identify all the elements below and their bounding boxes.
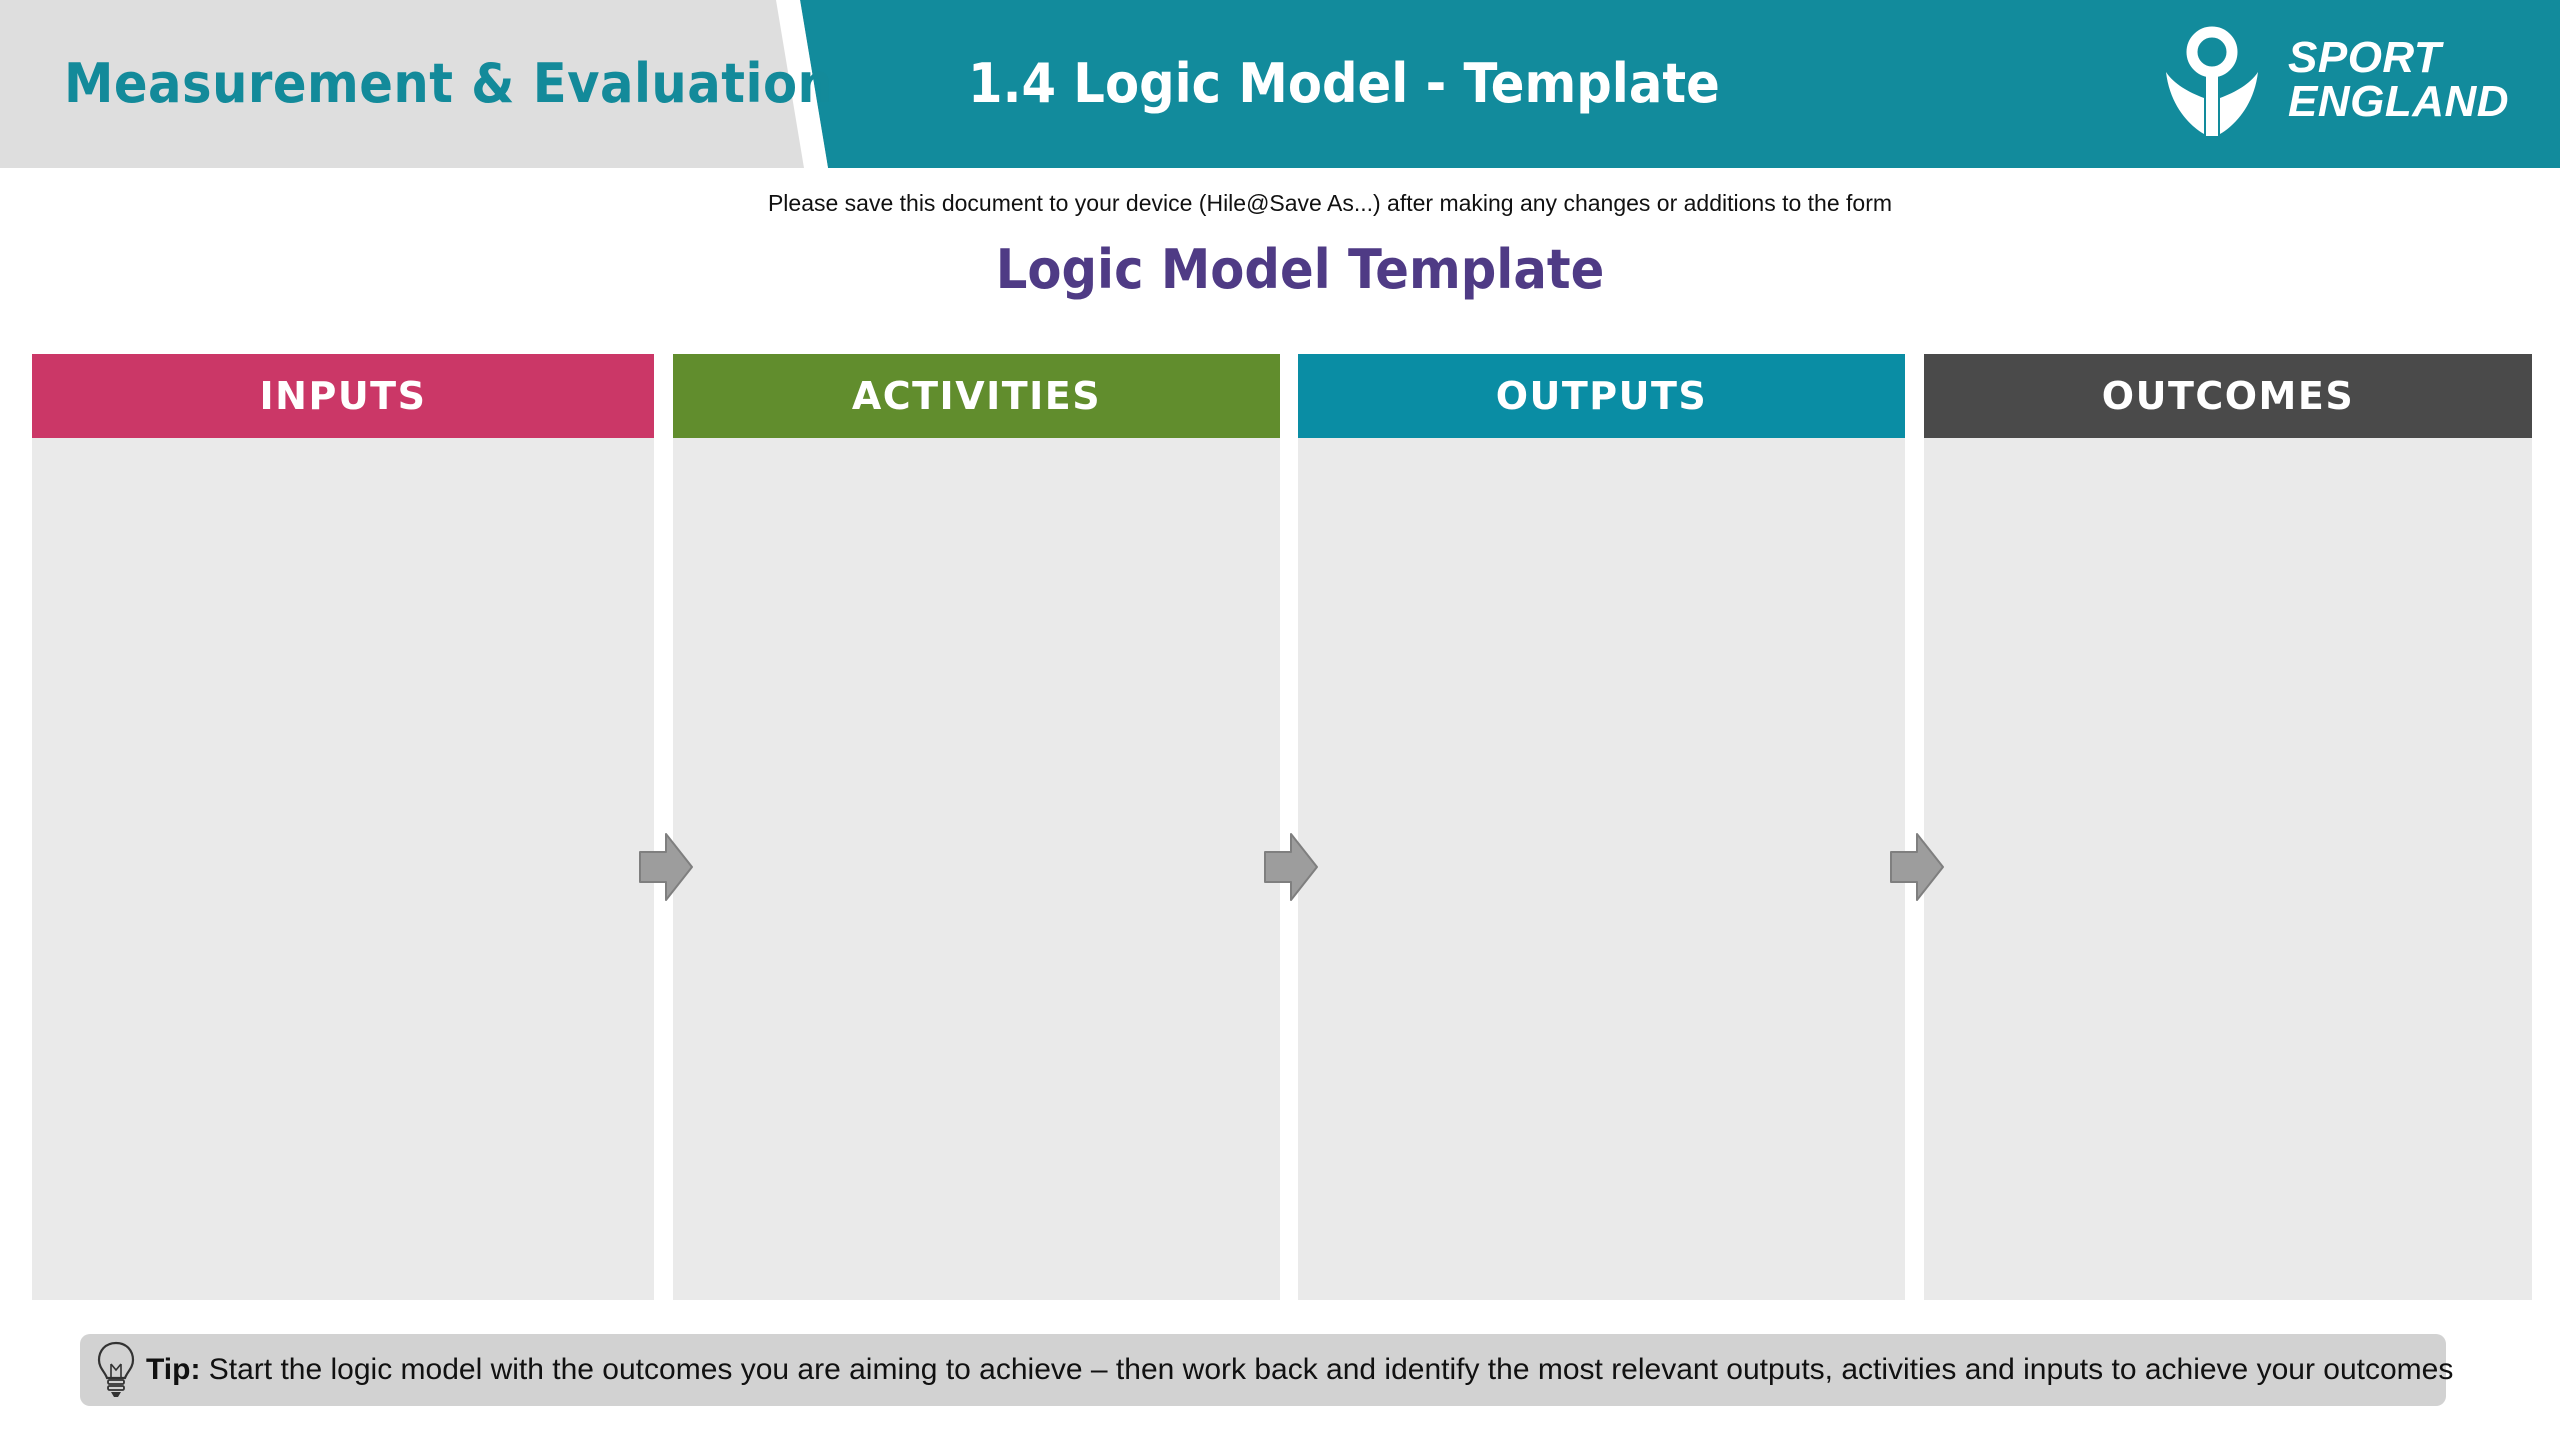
document-title: 1.4 Logic Model - Template xyxy=(968,52,1720,115)
outputs-textarea[interactable] xyxy=(1298,438,1905,1300)
column-header-outcomes: OUTCOMES xyxy=(1924,354,2532,438)
brand-line-2: ENGLAND xyxy=(2288,77,2510,126)
header-banner: Measurement & Evaluation 1.4 Logic Model… xyxy=(0,0,2560,168)
brand-wordmark: SPORT ENGLAND xyxy=(2288,36,2528,124)
save-instruction: Please save this document to your device… xyxy=(767,190,1893,216)
arrow-right-icon xyxy=(1264,833,1318,901)
column-header-inputs: INPUTS xyxy=(32,354,654,438)
tip-label: Tip: xyxy=(146,1353,201,1386)
tip-text: Tip: Start the logic model with the outc… xyxy=(146,1334,2453,1406)
lightbulb-icon xyxy=(97,1341,135,1397)
page-title: Logic Model Template xyxy=(995,238,1605,301)
arrow-right-icon xyxy=(1890,833,1944,901)
column-inputs: INPUTS xyxy=(32,354,654,1300)
sport-england-emblem-icon xyxy=(2166,26,2258,136)
column-activities: ACTIVITIES xyxy=(673,354,1280,1300)
tip-body: Start the logic model with the outcomes … xyxy=(208,1353,2454,1386)
arrow-right-icon xyxy=(639,833,693,901)
inputs-textarea[interactable] xyxy=(32,438,654,1300)
activities-textarea[interactable] xyxy=(673,438,1280,1300)
column-header-activities: ACTIVITIES xyxy=(673,354,1280,438)
sport-england-logo: SPORT ENGLAND xyxy=(2160,26,2520,142)
outcomes-textarea[interactable] xyxy=(1924,438,2532,1300)
column-header-outputs: OUTPUTS xyxy=(1298,354,1905,438)
brand-line-1: SPORT xyxy=(2288,33,2442,82)
section-title: Measurement & Evaluation xyxy=(64,52,834,115)
header-left-panel xyxy=(0,0,830,168)
tip-bar: Tip: Start the logic model with the outc… xyxy=(80,1334,2453,1406)
column-outputs: OUTPUTS xyxy=(1298,354,1905,1300)
column-outcomes: OUTCOMES xyxy=(1924,354,2532,1300)
header-right-panel xyxy=(800,0,2560,168)
